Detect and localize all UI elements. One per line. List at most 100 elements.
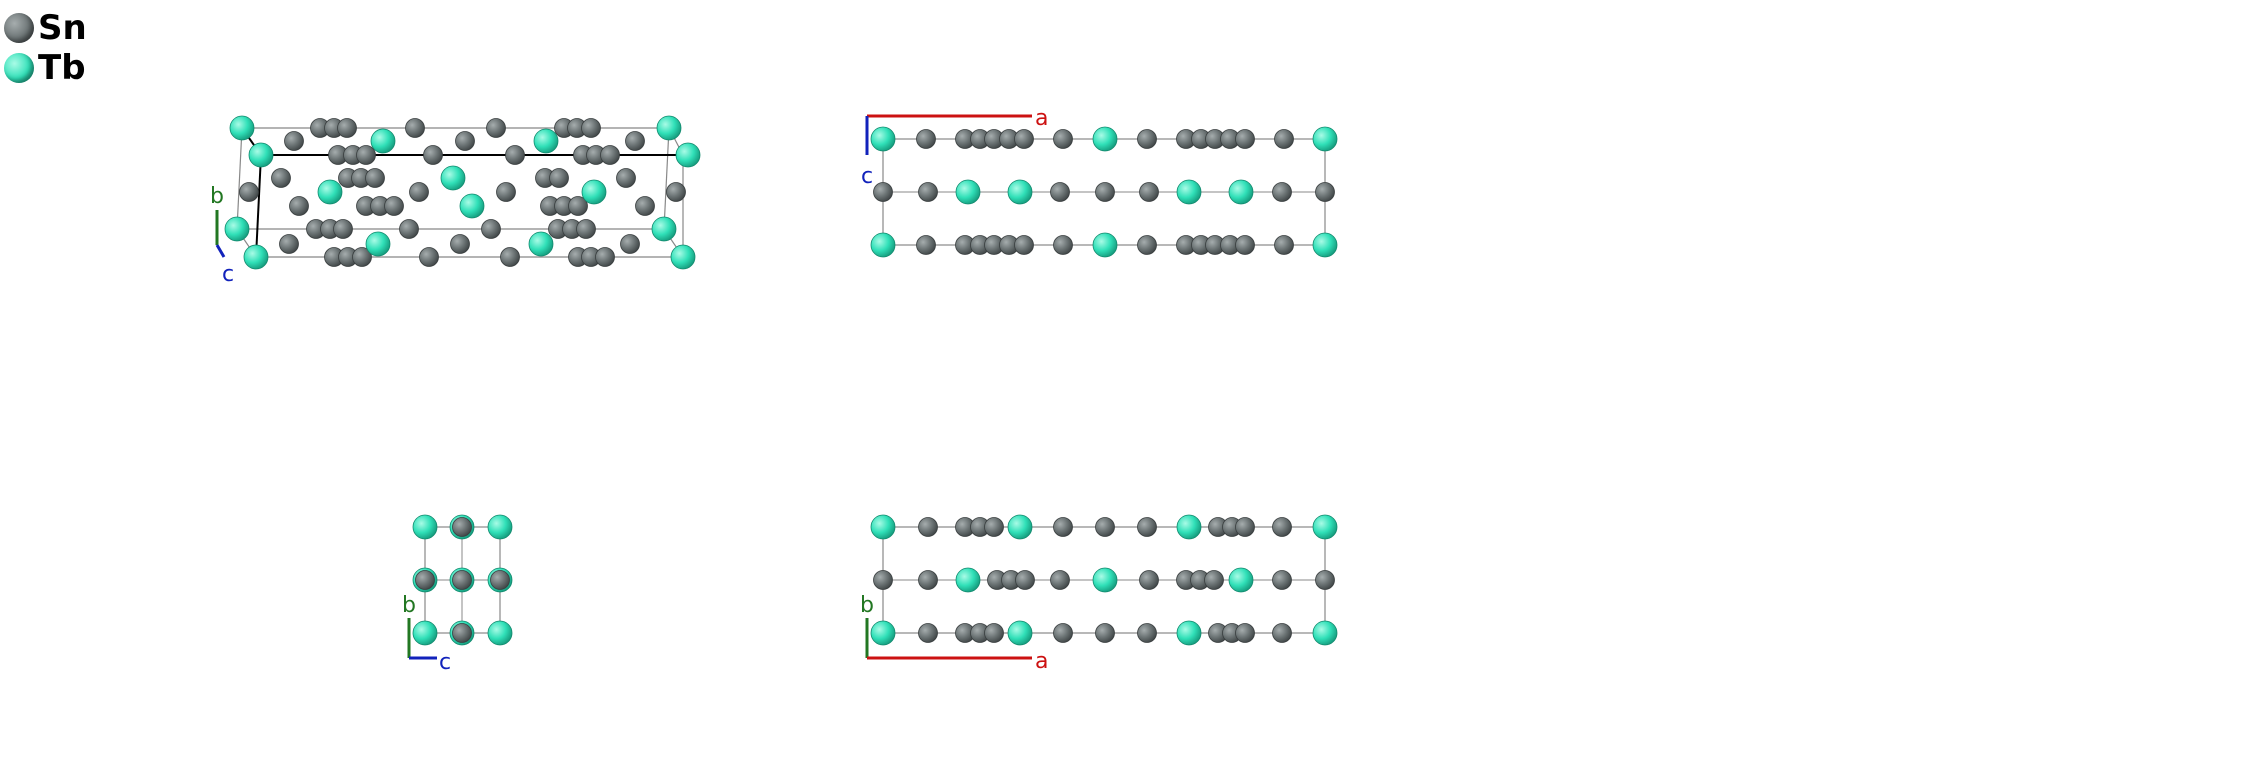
sn-atom xyxy=(239,182,259,202)
sn-atom xyxy=(409,182,429,202)
axis-label-b: b xyxy=(860,593,874,618)
sn-atom xyxy=(1235,623,1255,643)
tb-atom xyxy=(581,179,607,205)
tb-atom xyxy=(248,142,274,168)
sn-atom-swatch-icon xyxy=(4,13,34,43)
sn-atom xyxy=(918,182,938,202)
sn-atom xyxy=(419,247,439,267)
sn-atom xyxy=(984,517,1004,537)
sn-atom xyxy=(384,196,404,216)
sn-atom xyxy=(1137,517,1157,537)
sn-atom xyxy=(423,145,443,165)
tb-atom xyxy=(1092,126,1118,152)
sn-atom xyxy=(1053,129,1073,149)
sn-atom xyxy=(918,570,938,590)
atoms-view-along-a xyxy=(412,514,513,646)
sn-atom xyxy=(625,131,645,151)
tb-atom xyxy=(1176,514,1202,540)
sn-atom xyxy=(600,145,620,165)
sn-atom xyxy=(271,168,291,188)
sn-atom xyxy=(279,234,299,254)
axis-indicator-b-view: a c xyxy=(861,106,1048,189)
sn-atom xyxy=(337,118,357,138)
sn-atom xyxy=(576,219,596,239)
sn-atom xyxy=(500,247,520,267)
tb-atom xyxy=(955,567,981,593)
sn-atom xyxy=(1272,623,1292,643)
sn-atom xyxy=(1137,129,1157,149)
sn-atom xyxy=(1274,129,1294,149)
perspective-view-panel: b c xyxy=(210,115,701,287)
sn-atom xyxy=(1015,570,1035,590)
tb-atom xyxy=(1228,567,1254,593)
sn-atom xyxy=(399,219,419,239)
sn-atom xyxy=(333,219,353,239)
sn-atom xyxy=(415,570,435,590)
tb-atom xyxy=(1176,620,1202,646)
tb-atom xyxy=(412,514,438,540)
axis-label-c: c xyxy=(439,650,451,675)
sn-atom xyxy=(549,168,569,188)
sn-atom xyxy=(1095,517,1115,537)
tb-atom xyxy=(224,216,250,242)
axis-label-c: c xyxy=(222,262,234,287)
atoms-view-along-c xyxy=(870,514,1338,646)
sn-atom xyxy=(918,517,938,537)
axis-indicator-perspective: b c xyxy=(210,184,234,287)
axis-indicator-a-view: b c xyxy=(402,593,451,675)
tb-atom xyxy=(651,216,677,242)
sn-atom xyxy=(1139,182,1159,202)
sn-atom xyxy=(1272,517,1292,537)
tb-atom xyxy=(1312,232,1338,258)
sn-atom xyxy=(873,570,893,590)
tb-atom xyxy=(1312,514,1338,540)
tb-atom xyxy=(370,128,396,154)
sn-atom xyxy=(635,196,655,216)
sn-atom xyxy=(356,145,376,165)
sn-atom xyxy=(581,118,601,138)
tb-atom xyxy=(955,179,981,205)
sn-atom xyxy=(1095,623,1115,643)
tb-atom xyxy=(365,231,391,257)
sn-atom xyxy=(918,623,938,643)
sn-atom xyxy=(1274,235,1294,255)
tb-atom xyxy=(1007,179,1033,205)
sn-atom xyxy=(496,182,516,202)
sn-atom xyxy=(490,570,510,590)
sn-atom xyxy=(1050,570,1070,590)
tb-atom xyxy=(1176,179,1202,205)
view-along-a-panel: b c xyxy=(402,514,513,675)
sn-atom xyxy=(1053,517,1073,537)
tb-atom xyxy=(440,165,466,191)
sn-atom xyxy=(452,623,472,643)
tb-atom xyxy=(459,193,485,219)
atoms-view-along-b xyxy=(870,126,1338,258)
axis-label-b: b xyxy=(210,184,224,209)
tb-atom xyxy=(1228,179,1254,205)
sn-atom xyxy=(568,196,588,216)
tb-atom xyxy=(412,620,438,646)
sn-atom xyxy=(1137,623,1157,643)
sn-atom xyxy=(666,182,686,202)
sn-atom xyxy=(1137,235,1157,255)
sn-atom xyxy=(1053,235,1073,255)
sn-atom xyxy=(289,196,309,216)
sn-atom xyxy=(481,219,501,239)
tb-atom xyxy=(533,128,559,154)
tb-atom xyxy=(1092,232,1118,258)
tb-atom xyxy=(1312,620,1338,646)
view-along-b-panel: a c xyxy=(861,106,1338,258)
legend-item-tb: Tb xyxy=(4,48,87,88)
tb-atom xyxy=(1092,567,1118,593)
atoms-perspective xyxy=(224,115,701,270)
tb-atom xyxy=(675,142,701,168)
tb-atom xyxy=(870,514,896,540)
axis-label-c: c xyxy=(861,164,873,189)
sn-atom xyxy=(1095,182,1115,202)
sn-atom xyxy=(616,168,636,188)
sn-atom xyxy=(1014,235,1034,255)
sn-atom xyxy=(365,168,385,188)
legend-item-sn: Sn xyxy=(4,8,87,48)
axis-label-a: a xyxy=(1035,106,1048,131)
tb-atom xyxy=(317,179,343,205)
